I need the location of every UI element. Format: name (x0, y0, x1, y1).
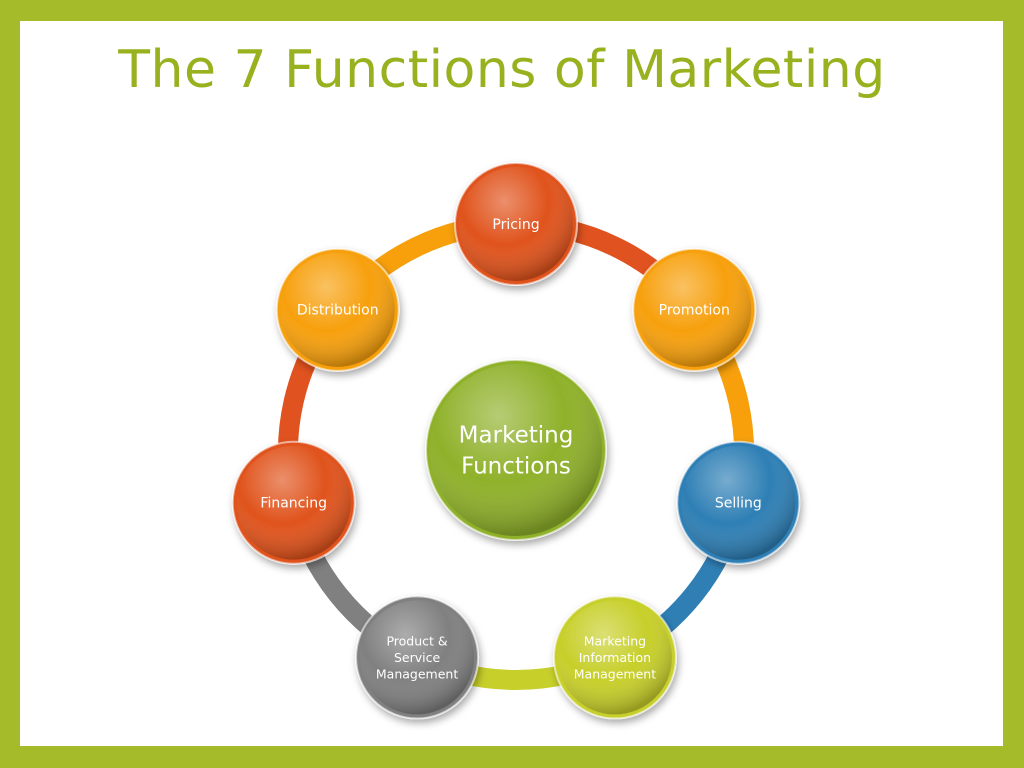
node-label: Promotion (659, 303, 730, 319)
node-label: Pricing (492, 217, 539, 233)
node-label: Financing (260, 496, 327, 512)
node-financing: Financing (231, 440, 356, 565)
node-circle-gloss (681, 445, 796, 560)
node-pricing: Pricing (454, 162, 578, 286)
node-label: Distribution (297, 303, 379, 319)
node-label: Selling (715, 496, 762, 512)
node-selling: Selling (676, 440, 801, 565)
node-circle-gloss (360, 600, 475, 715)
node-circle-gloss (637, 252, 752, 367)
node-circle-gloss (557, 600, 672, 715)
node-circle-gloss (280, 252, 395, 367)
node-promotion: Promotion (632, 247, 757, 372)
node-circle-gloss (459, 167, 573, 281)
node-distribution: Distribution (275, 247, 400, 372)
node-circle-gloss (236, 445, 351, 560)
center-circle-gloss (430, 364, 602, 536)
slide-title: The 7 Functions of Marketing (118, 40, 886, 100)
